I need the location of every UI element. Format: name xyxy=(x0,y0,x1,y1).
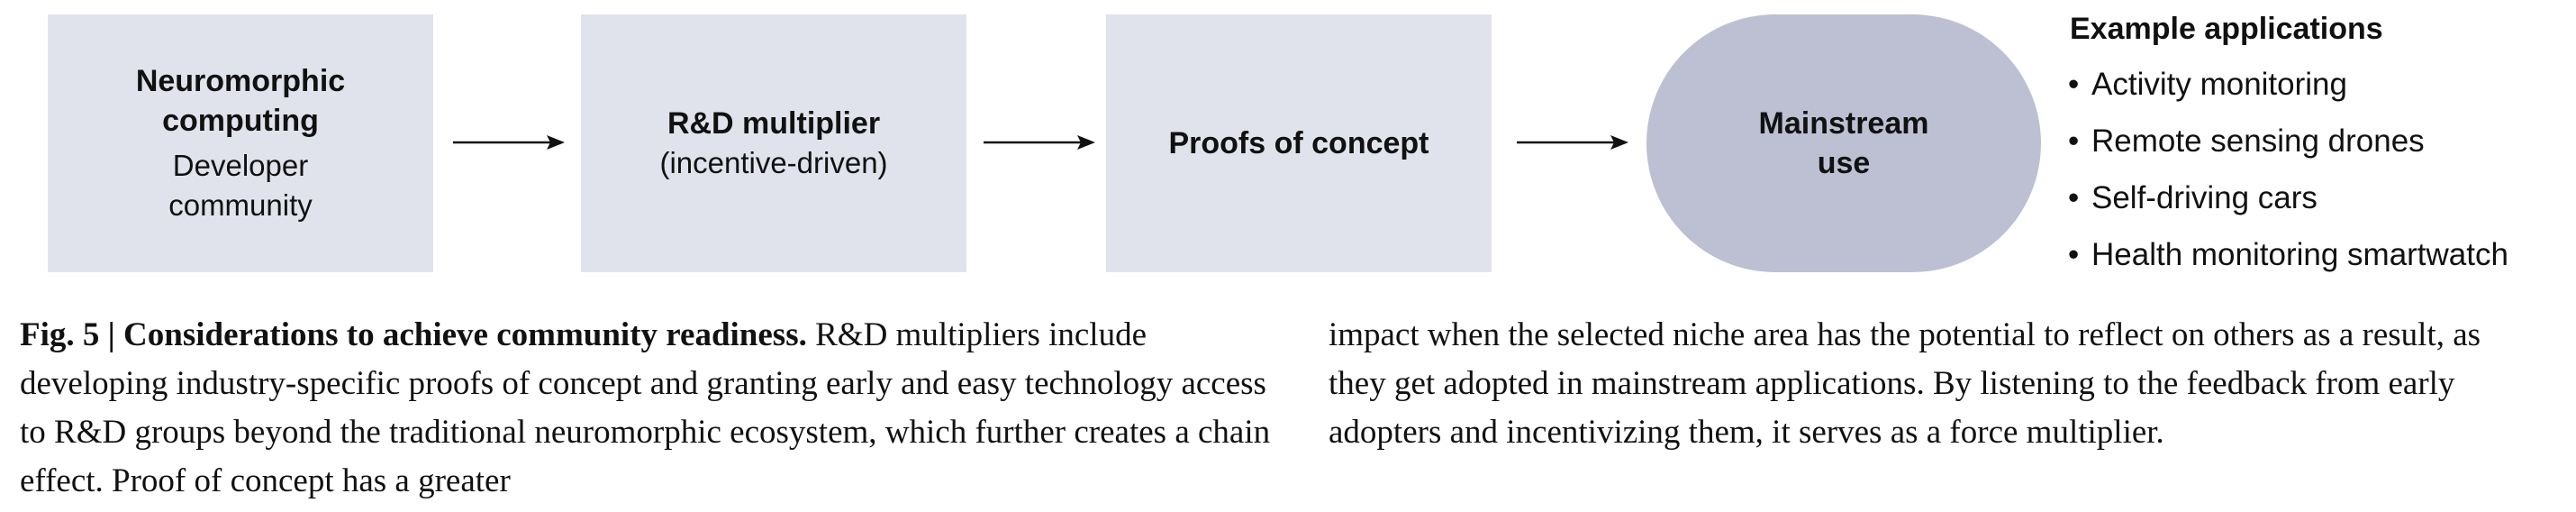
bullet-icon: • xyxy=(2068,180,2080,215)
bullet-icon: • xyxy=(2068,67,2080,102)
application-item: • Health monitoring smartwatch xyxy=(2068,235,2572,292)
application-item: • Activity monitoring xyxy=(2068,65,2572,122)
bullet-icon: • xyxy=(2068,237,2080,272)
application-item: • Remote sensing drones xyxy=(2068,122,2572,178)
arrow-2-icon xyxy=(984,135,1095,150)
arrow-1-icon xyxy=(453,135,565,150)
figure-label: Fig. 5 | Considerations to achieve commu… xyxy=(20,316,807,353)
proofs-of-concept-title: Proofs of concept xyxy=(1168,126,1429,160)
application-item: • Self-driving cars xyxy=(2068,178,2572,235)
proofs-of-concept-box: Proofs of concept xyxy=(1106,14,1492,272)
application-item-label: Activity monitoring xyxy=(2091,67,2347,102)
rd-multiplier-title: R&D multiplier xyxy=(667,106,881,141)
mainstream-use-title: Mainstream use xyxy=(1758,106,1929,180)
example-applications-title: Example applications xyxy=(2070,12,2383,46)
developer-community-label: Developer community xyxy=(168,149,313,222)
application-item-label: Remote sensing drones xyxy=(2091,123,2425,159)
figure-caption-continued: impact when the selected niche area has … xyxy=(1329,311,2535,457)
example-applications-list: Example applications • Activity monitorin… xyxy=(2068,9,2572,292)
arrow-3-icon xyxy=(1517,135,1628,150)
caption-text-continued: impact when the selected niche area has … xyxy=(1329,316,2481,451)
application-item-label: Health monitoring smartwatch xyxy=(2091,237,2508,272)
rd-multiplier-box: R&D multiplier (incentive-driven) xyxy=(581,14,966,272)
incentive-driven-label: (incentive-driven) xyxy=(659,146,888,179)
figure-caption: Fig. 5 | Considerations to achieve commu… xyxy=(20,311,1285,506)
bullet-icon: • xyxy=(2068,123,2080,159)
application-items: • Activity monitoring • Remote sensing dron… xyxy=(2068,65,2572,292)
application-item-label: Self-driving cars xyxy=(2091,180,2317,215)
caption-text: R&D multipliers include developing indus… xyxy=(20,316,1271,499)
mainstream-use-pill: Mainstream use xyxy=(1646,14,2041,272)
neuromorphic-computing-title: Neuromorphic computing xyxy=(135,64,346,138)
neuromorphic-computing-box: Neuromorphic computing Developer communi… xyxy=(48,14,433,272)
